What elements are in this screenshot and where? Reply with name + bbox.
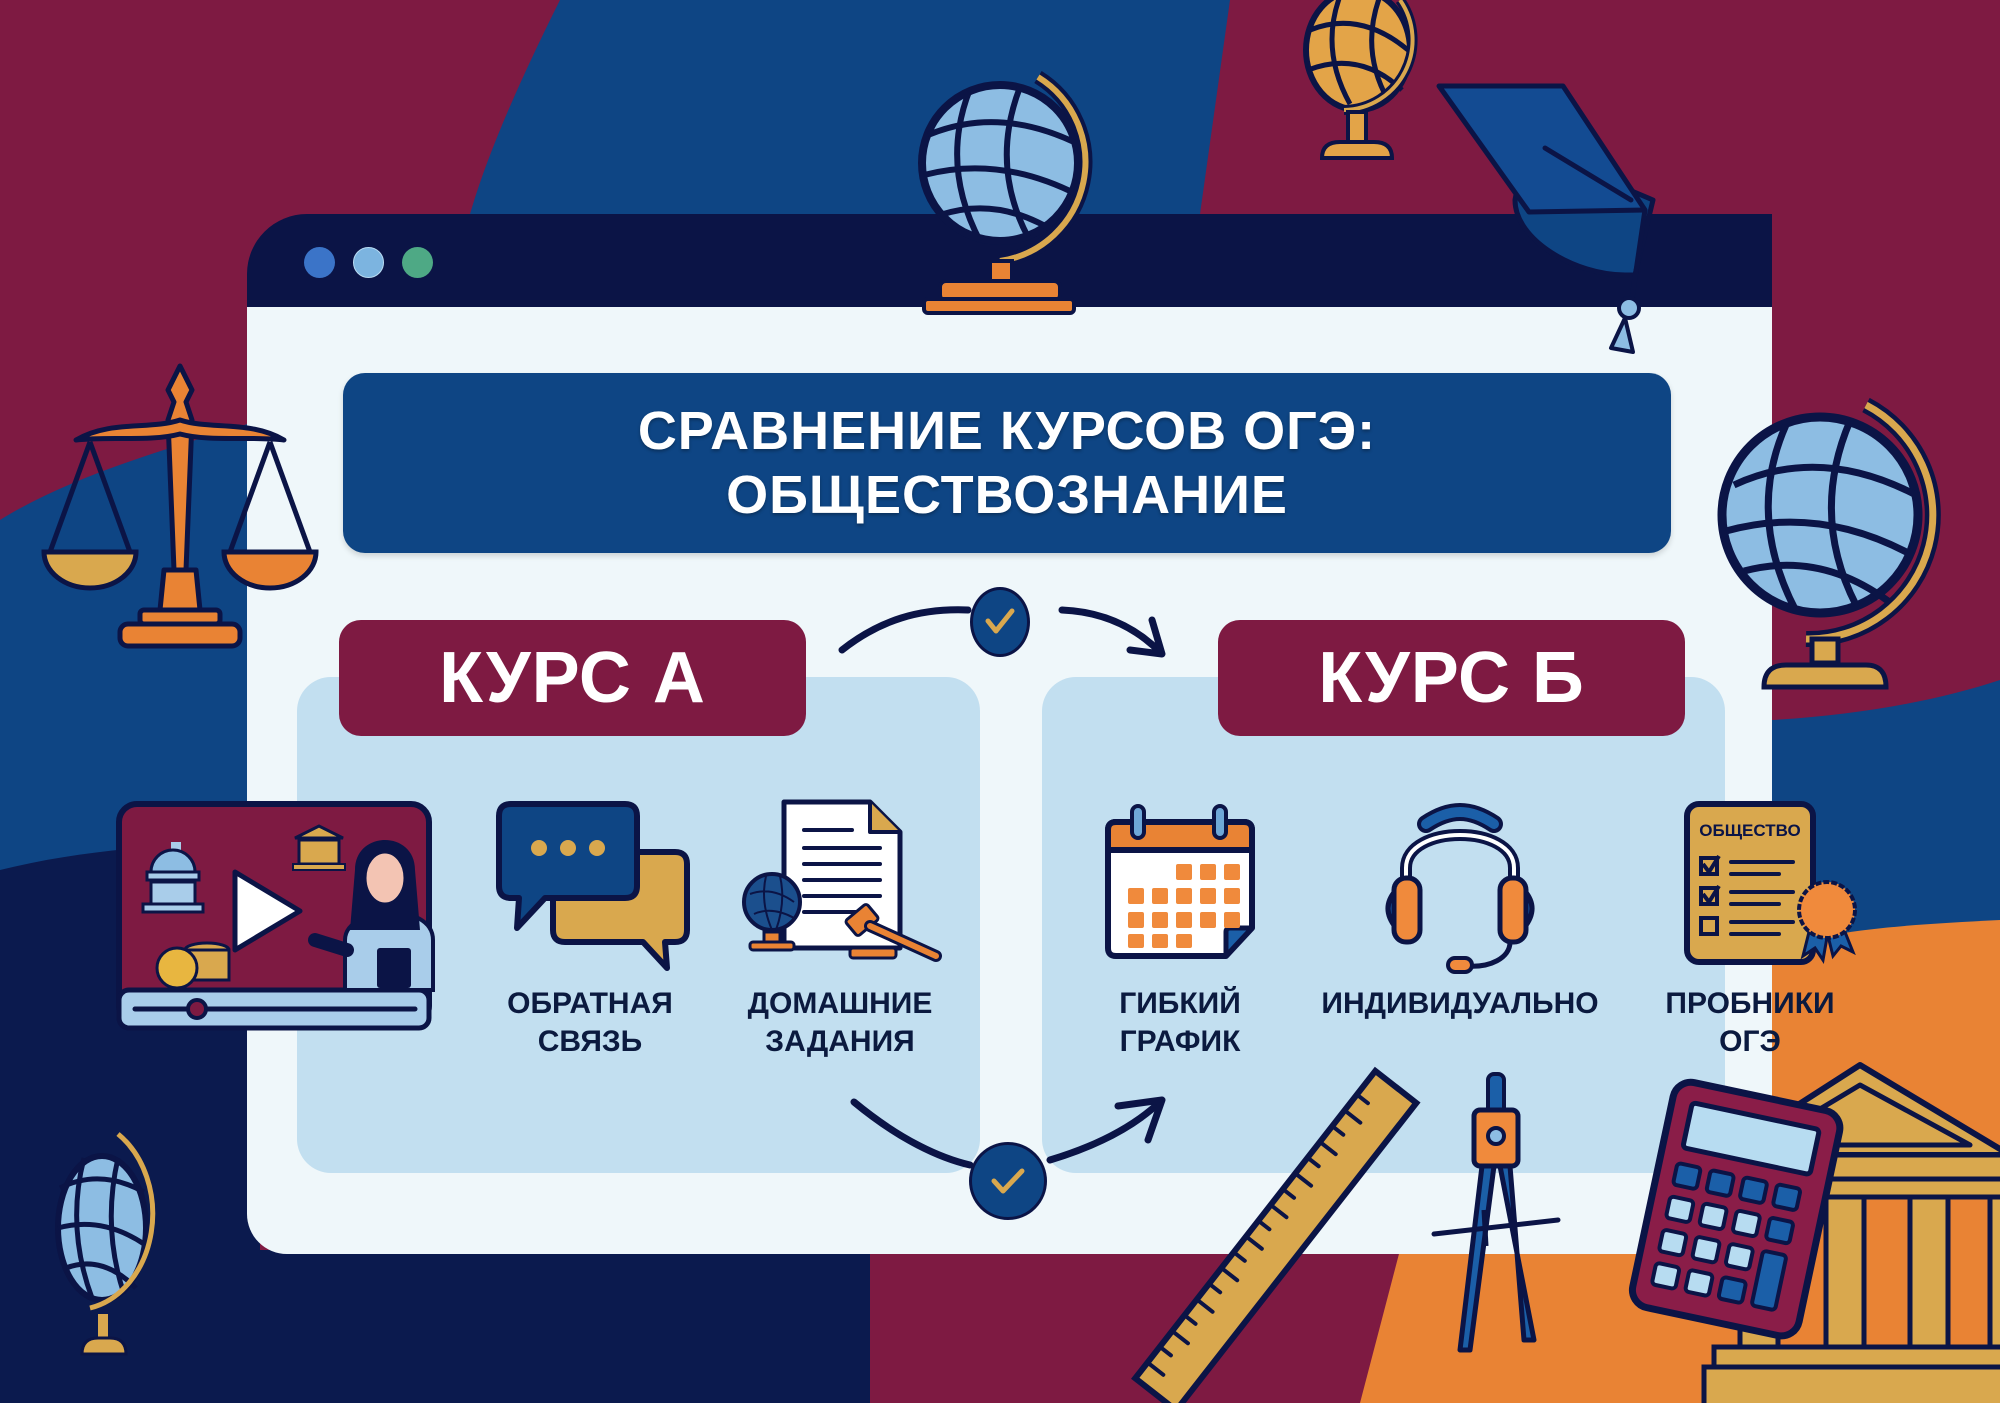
homework-document-icon[interactable] xyxy=(740,798,950,978)
headset-icon[interactable] xyxy=(1370,798,1550,978)
page-title-line-2: ОБЩЕСТВОЗНАНИЕ xyxy=(726,465,1288,525)
course-a-badge[interactable]: КУРС А xyxy=(339,620,806,736)
check-icon xyxy=(991,1168,1025,1194)
feature-homework-label: ДОМАШНИЕ ЗАДАНИЯ xyxy=(747,987,933,1058)
title-banner: СРАВНЕНИЕ КУРСОВ ОГЭ: ОБЩЕСТВОЗНАНИЕ xyxy=(343,373,1671,553)
globe-icon xyxy=(1303,0,1418,160)
globe-icon xyxy=(55,1132,156,1356)
compass-icon xyxy=(1431,1072,1561,1353)
window-dot-lightblue[interactable] xyxy=(353,247,384,278)
feature-feedback-label: ОБРАТНАЯ СВЯЗЬ xyxy=(507,987,673,1058)
exam-checklist-icon[interactable]: ОБЩЕСТВО xyxy=(1683,800,1863,970)
top-arrow-connector xyxy=(838,606,1166,658)
exam-card-heading: ОБЩЕСТВО xyxy=(1699,821,1800,840)
feature-mock-exams-label: ПРОБНИКИ ОГЭ xyxy=(1665,987,1835,1058)
video-lesson-icon xyxy=(116,801,435,1031)
feature-individual-label: ИНДИВИДУАЛЬНО xyxy=(1321,987,1599,1020)
center-divider xyxy=(980,677,1042,1173)
top-check-badge xyxy=(970,587,1030,657)
globe-icon xyxy=(1717,397,1941,690)
calculator-icon xyxy=(1628,1078,1844,1340)
ruler-icon xyxy=(1131,1066,1421,1403)
chat-bubbles-icon[interactable] xyxy=(495,800,695,971)
window-dot-green[interactable] xyxy=(402,247,433,278)
window-dot-blue[interactable] xyxy=(304,247,335,278)
feature-flexible-schedule-label: ГИБКИЙ ГРАФИК xyxy=(1119,987,1241,1058)
bottom-arrow-connector xyxy=(850,1096,1166,1169)
calendar-icon[interactable] xyxy=(1102,800,1262,970)
page-title-line-1: СРАВНЕНИЕ КУРСОВ ОГЭ: xyxy=(637,401,1377,461)
check-icon xyxy=(985,608,1015,634)
bottom-check-badge xyxy=(969,1142,1047,1220)
globe-icon xyxy=(918,71,1093,315)
scales-of-justice-icon xyxy=(41,363,319,649)
graduation-cap-icon xyxy=(1436,83,1656,354)
course-b-badge[interactable]: КУРС Б xyxy=(1218,620,1685,736)
